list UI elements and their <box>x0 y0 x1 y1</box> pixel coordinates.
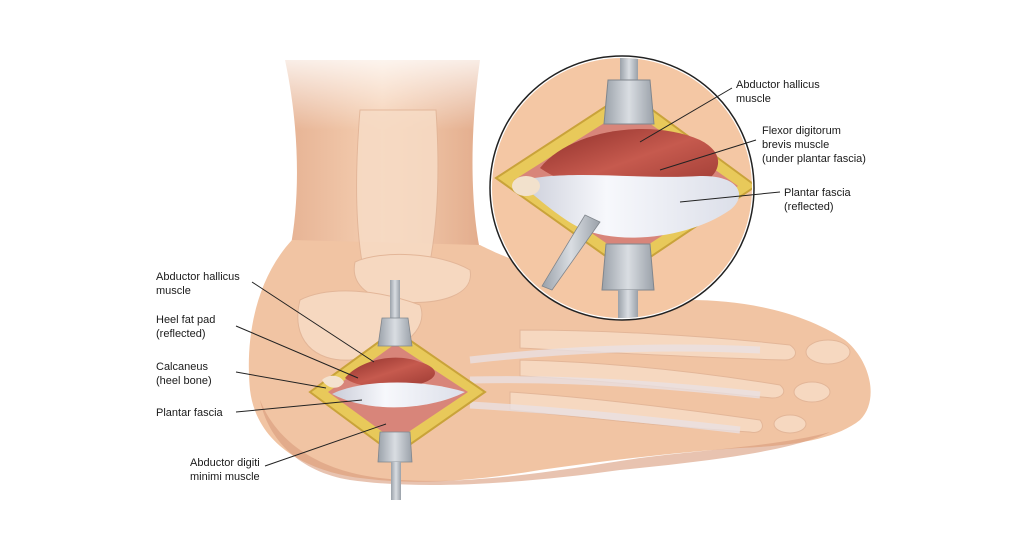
inset-forceps <box>541 214 601 291</box>
incision-calcaneus <box>322 375 344 388</box>
toe-3 <box>773 414 807 434</box>
retractor-bottom <box>377 431 413 500</box>
incision-muscle <box>345 357 435 388</box>
label-inset-abductor-hallucis: Abductor hallicus muscle <box>736 79 820 105</box>
tendons <box>469 344 761 434</box>
inset-magnified-view <box>489 55 755 321</box>
label-inset-plantar-fascia: Plantar fascia (reflected) <box>784 187 851 213</box>
label-heel-fat-pad: Heel fat pad (reflected) <box>156 314 216 340</box>
heel-incision <box>308 280 487 500</box>
label-abductor-hallucis: Abductor hallicus muscle <box>156 271 240 297</box>
incision-fascia <box>332 382 465 408</box>
label-inset-flexor-digitorum-brevis: Flexor digitorum brevis muscle (under pl… <box>762 125 866 165</box>
inset-retractor-bottom <box>601 243 655 318</box>
label-abductor-digiti-minimi: Abductor digiti minimi muscle <box>190 457 260 483</box>
retractor-top <box>377 280 413 347</box>
tibia <box>355 109 439 263</box>
toe-2 <box>793 381 831 403</box>
inset-fascia <box>518 174 740 238</box>
label-plantar-fascia: Plantar fascia <box>156 407 223 419</box>
leader-lines <box>235 87 781 467</box>
toe-1 <box>805 339 851 365</box>
inset-retractor-top <box>603 58 655 125</box>
label-calcaneus: Calcaneus (heel bone) <box>156 361 212 387</box>
